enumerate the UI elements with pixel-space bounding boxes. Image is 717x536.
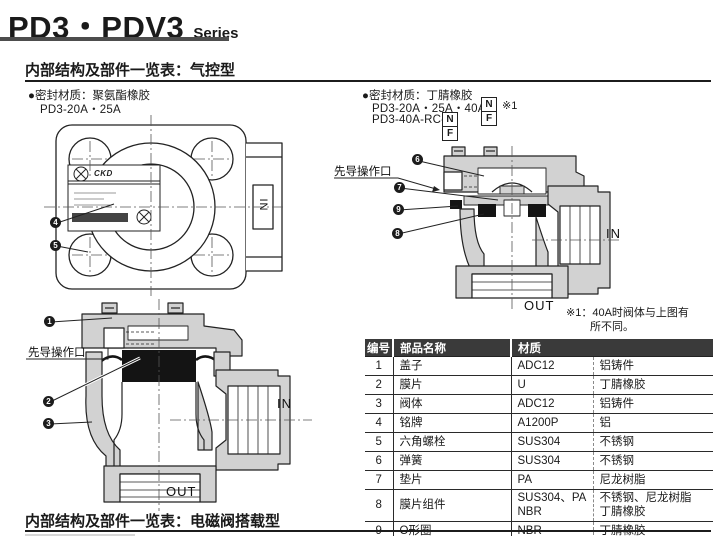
part-material-name: 铝铸件 (592, 356, 713, 376)
part-no: 7 (365, 470, 394, 490)
ref-mark-1: ※1 (502, 100, 518, 112)
part-material-code: NBR (511, 520, 593, 536)
part-material-name-line1: 不锈钢、尼龙树脂 (599, 492, 692, 504)
callout-4-badge: 4 (50, 217, 61, 228)
part-material-name: 不锈钢 (592, 432, 713, 452)
part-no: 2 (365, 375, 394, 395)
right-seal-material: ●密封材质：丁腈橡胶 (362, 90, 473, 102)
callout-9-badge: 9 (393, 204, 404, 215)
parts-table-header-row: 编号 部品名称 材质 (365, 339, 713, 357)
parts-table: 编号 部品名称 材质 1 盖子 ADC12 铝铸件 2 膜片 U 丁腈橡胶 3 … (365, 339, 713, 536)
option-box-f2: F (442, 126, 458, 141)
callout-3-badge: 3 (43, 418, 54, 429)
part-material-code: A1200P (511, 413, 593, 433)
right-model-line1: PD3-20A・25A・40A- (372, 103, 490, 115)
callout-8-badge: 8 (392, 228, 403, 239)
part-material-code: ADC12 (511, 356, 593, 376)
table-row: 6 弹簧 SUS304 不锈钢 (365, 451, 713, 471)
part-no: 5 (365, 432, 394, 452)
part-no: 1 (365, 356, 394, 376)
part-name: 铭牌 (393, 413, 512, 433)
part-material-name-line2: 丁腈橡胶 (599, 506, 646, 519)
callout-2-badge: 2 (43, 396, 54, 407)
in-port-label-right: IN (606, 226, 621, 241)
cross-section-left-drawing (26, 299, 312, 511)
part-name: 膜片 (393, 375, 512, 395)
table-row: 2 膜片 U 丁腈橡胶 (365, 375, 713, 395)
part-material-code: SUS304 (511, 432, 593, 452)
part-name: O形圈 (393, 520, 512, 536)
pilot-port-label-right: 先导操作口 (334, 166, 392, 178)
part-name: 膜片组件 (393, 489, 512, 522)
part-material-name: 铝铸件 (592, 394, 713, 414)
left-seal-material: ●密封材质：聚氨酯橡胶 (28, 90, 150, 102)
part-name: 六角螺栓 (393, 432, 512, 452)
part-material-name: 不锈钢、尼龙树脂 丁腈橡胶 (592, 489, 713, 522)
table-row: 1 盖子 ADC12 铝铸件 (365, 356, 713, 376)
section-rule-top (25, 80, 711, 82)
top-view-diagram: 4 5 CKD IN (40, 113, 290, 298)
section-heading-solenoid: 内部结构及部件一览表：电磁阀搭载型 (25, 513, 281, 530)
header-no: 编号 (365, 339, 393, 357)
in-port-label-left: IN (277, 396, 292, 411)
out-port-label-left: OUT (166, 484, 197, 499)
table-row: 9 O形圈 NBR 丁腈橡胶 (365, 520, 713, 536)
callout-1-badge: 1 (44, 316, 55, 327)
part-name: 盖子 (393, 356, 512, 376)
callout-6-badge: 6 (412, 154, 423, 165)
next-figure-edge (25, 534, 135, 536)
table-row: 3 阀体 ADC12 铝铸件 (365, 394, 713, 414)
cross-section-right-diagram: 6 7 9 8 先导操作口 IN OUT (332, 146, 624, 314)
part-name: 阀体 (393, 394, 512, 414)
part-material-code-line1: SUS304、PA (517, 492, 587, 504)
nameplate-logo: CKD (94, 169, 113, 178)
part-material-name: 丁腈橡胶 (592, 520, 713, 536)
out-port-label-right: OUT (524, 298, 555, 313)
option-box-n2: N (442, 112, 458, 127)
header-name: 部品名称 (392, 339, 511, 357)
footnote-line1: ※1：40A时阀体与上图有 (566, 307, 689, 319)
header-material: 材质 (510, 339, 713, 357)
table-row: 4 铭牌 A1200P 铝 (365, 413, 713, 433)
left-models: PD3-20A・25A (40, 104, 121, 116)
table-row: 7 垫片 PA 尼龙树脂 (365, 470, 713, 490)
part-material-code: ADC12 (511, 394, 593, 414)
footnote-line2: 所不同。 (590, 321, 634, 333)
part-name: 弹簧 (393, 451, 512, 471)
option-box-n1: N (481, 97, 497, 112)
part-material-code: SUS304、PA NBR (511, 489, 593, 522)
table-row: 5 六角螺栓 SUS304 不锈钢 (365, 432, 713, 452)
in-port-label-top-view: IN (257, 198, 269, 212)
part-no: 9 (365, 520, 394, 536)
cross-section-left-diagram: 1 2 3 先导操作口 IN OUT (20, 298, 315, 513)
right-model-line2: PD3-40A-RC- (372, 114, 446, 126)
section-rule-bottom (25, 530, 711, 532)
pilot-port-label-left: 先导操作口 (28, 347, 86, 359)
part-material-code-line2: NBR (517, 506, 542, 519)
part-no: 4 (365, 413, 394, 433)
part-no: 8 (365, 489, 394, 522)
callout-5-badge: 5 (50, 240, 61, 251)
cross-section-right-drawing (334, 146, 622, 312)
part-no: 3 (365, 394, 394, 414)
option-box-f1: F (481, 111, 497, 126)
part-material-code: PA (511, 470, 593, 490)
part-material-name: 铝 (592, 413, 713, 433)
part-no: 6 (365, 451, 394, 471)
table-row: 8 膜片组件 SUS304、PA NBR 不锈钢、尼龙树脂 丁腈橡胶 (365, 489, 713, 522)
part-material-name: 不锈钢 (592, 451, 713, 471)
title-rule (0, 37, 229, 41)
part-material-name: 丁腈橡胶 (592, 375, 713, 395)
callout-7-badge: 7 (394, 182, 405, 193)
top-view-drawing (44, 115, 286, 296)
part-material-code: U (511, 375, 593, 395)
part-material-name: 尼龙树脂 (592, 470, 713, 490)
part-name: 垫片 (393, 470, 512, 490)
part-material-code: SUS304 (511, 451, 593, 471)
section-heading-pneumatic: 内部结构及部件一览表：气控型 (25, 62, 236, 79)
